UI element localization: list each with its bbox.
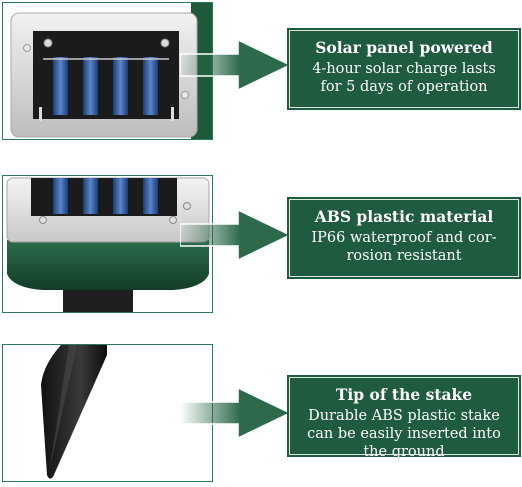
feature-desc-line: Durable ABS plastic stake bbox=[308, 408, 500, 424]
feature-desc-line: IP66 waterproof and cor- bbox=[311, 230, 497, 246]
feature-title: Solar panel powered bbox=[315, 38, 493, 57]
feature-card-stake: Tip of the stake Durable ABS plastic sta… bbox=[289, 377, 519, 460]
feature-description: Durable ABS plastic stake can be easily … bbox=[296, 407, 512, 461]
feature-title: Tip of the stake bbox=[335, 385, 473, 404]
feature-description: 4-hour solar charge lasts for 5 days of … bbox=[296, 60, 512, 96]
feature-desc-line: for 5 days of operation bbox=[320, 79, 488, 95]
solar-panel-side-icon bbox=[3, 176, 212, 312]
solar-panel-side-photo bbox=[2, 175, 213, 313]
solar-panel-top-photo bbox=[2, 2, 213, 140]
feature-desc-line: can be easily inserted into bbox=[307, 426, 501, 442]
arrow-right-icon bbox=[180, 210, 292, 260]
feature-desc-line: the ground bbox=[363, 444, 445, 460]
feature-title: ABS plastic material bbox=[314, 207, 494, 226]
feature-card-abs: ABS plastic material IP66 waterproof and… bbox=[289, 199, 519, 277]
arrow-right-icon bbox=[180, 40, 292, 90]
feature-desc-line: 4-hour solar charge lasts bbox=[312, 61, 496, 77]
stake-tip-icon bbox=[3, 345, 212, 481]
feature-description: IP66 waterproof and cor- rosion resistan… bbox=[296, 229, 512, 265]
solar-panel-top-icon bbox=[3, 3, 212, 139]
feature-desc-line: rosion resistant bbox=[346, 248, 462, 264]
arrow-right-icon bbox=[180, 388, 292, 438]
feature-card-solar: Solar panel powered 4-hour solar charge … bbox=[289, 30, 519, 108]
stake-tip-photo bbox=[2, 344, 213, 482]
